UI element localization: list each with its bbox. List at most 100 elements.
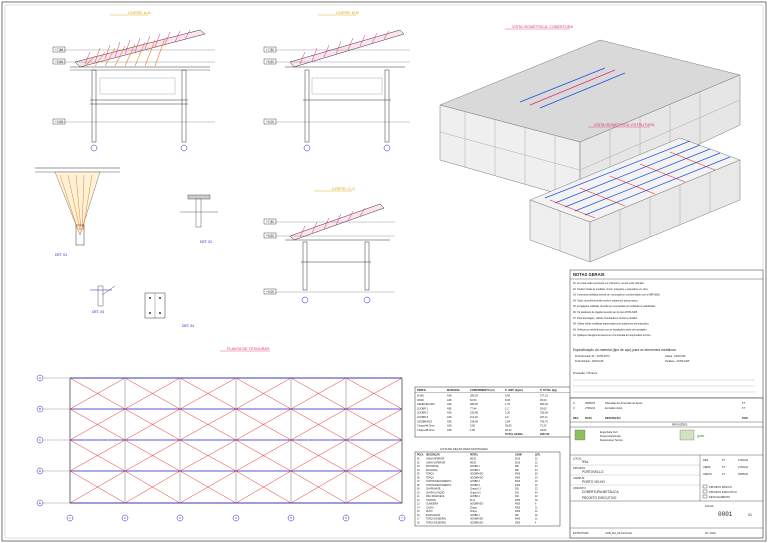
- table-cell: 49,00: [540, 428, 547, 432]
- note-line: 03. A estrutura metálica deverá ser exec…: [573, 294, 661, 297]
- note-line: 09. Verificar as interferências com as i…: [573, 328, 648, 331]
- svg-text:CAMPUS:: CAMPUS:: [573, 476, 585, 480]
- section-a-title: CORTE: A-A: [128, 10, 151, 15]
- bracing-line: [69, 377, 126, 410]
- table-cell: LDOBR.3: [470, 481, 481, 483]
- spec-line: Perfil dobrado - ASTM A36: [575, 360, 604, 363]
- table-cell: 15: [417, 511, 420, 513]
- svg-text:7: 7: [401, 516, 403, 520]
- table-cell: LDOBR.3: [470, 485, 481, 487]
- table-cell: W150: [470, 459, 477, 461]
- svg-text:IFAL: IFAL: [582, 460, 589, 464]
- note-line: 01. As cotas estão expressas em milímetr…: [573, 282, 645, 285]
- table-cell: 08: [417, 485, 420, 487]
- svg-text:LOCAL:: LOCAL:: [573, 457, 583, 461]
- bracing-line: [124, 377, 181, 410]
- table-cell: A36: [447, 419, 452, 423]
- table-cell: 72,22: [540, 424, 547, 428]
- sign-role: VERIF.: [703, 465, 711, 469]
- svg-text:D: D: [39, 469, 42, 473]
- spec-line: Parafuso - ASTM A325: [665, 360, 690, 363]
- table-cell: 04: [417, 470, 420, 472]
- table-cell: LDOBR.1: [470, 496, 481, 498]
- svg-text:A: A: [39, 376, 41, 380]
- table-cell: A36: [447, 424, 452, 428]
- table-cell: UDOBRADO: [470, 473, 483, 476]
- bracing-line: [290, 439, 347, 472]
- table-cell: 09: [417, 489, 420, 491]
- table-cell: 12: [535, 519, 538, 521]
- svg-text:FOLHA: FOLHA: [705, 504, 714, 508]
- revision-cell: 0: [573, 406, 575, 410]
- table-cell: 1,2: [505, 406, 509, 410]
- table-cell: MÃO FRANCESA: [426, 495, 445, 498]
- svg-text:+7,80: +7,80: [55, 48, 63, 52]
- bracing-line: [345, 408, 403, 441]
- table-cell: 12: [535, 507, 538, 509]
- sign-initials: FT: [722, 465, 726, 469]
- svg-text:DET. 03: DET. 03: [92, 310, 104, 314]
- table-cell: 280,20: [470, 394, 478, 398]
- table-cell: LDOBR.2: [470, 470, 481, 472]
- table-cell: 300: [515, 515, 520, 517]
- table-cell: 3900: [515, 477, 521, 479]
- section-a: CORTE: A-A +7,80 +5,50: [52, 10, 215, 152]
- sign-role: APROV.: [703, 472, 713, 476]
- note-line: 07. Para ancoragem, utilizar chumbadores…: [573, 317, 638, 320]
- svg-text:+0,00: +0,00: [266, 120, 274, 124]
- table-cell: 16: [535, 485, 538, 487]
- table-cell: 335,00: [540, 411, 548, 415]
- table-cell: 30: [535, 515, 538, 517]
- bracing-line: [235, 408, 292, 441]
- table-cell: UDOBRADO: [470, 521, 483, 524]
- table-cell: 480,26: [470, 402, 478, 406]
- svg-text:PORTO VELHO: PORTO VELHO: [582, 480, 605, 484]
- table-cell: 1,70: [505, 402, 511, 406]
- revision-header: DESCRIÇÃO: [605, 415, 621, 420]
- table-cell: 277,10: [540, 394, 548, 398]
- sign-initials: FT: [722, 472, 726, 476]
- table-cell: 4950: [515, 507, 521, 509]
- table-cell: LDOBR.1: [417, 406, 429, 410]
- section-b: CORTE: B-B +7,80 +5,50 +0,00: [263, 10, 410, 152]
- table-cell: 06: [417, 477, 420, 479]
- table-cell: 3,60: [470, 424, 476, 428]
- table-cell: 2,94: [505, 419, 511, 423]
- table-cell: LDOBR.1: [470, 515, 481, 517]
- detail-03: DET. 03: [90, 285, 116, 314]
- svg-text:Proteção / Pintura:: Proteção / Pintura:: [573, 371, 598, 375]
- svg-text:E: E: [39, 501, 41, 505]
- svg-text:LISTA DE PEÇAS PARA MONTAGEM: LISTA DE PEÇAS PARA MONTAGEM: [440, 447, 488, 451]
- notes-title: NOTAS GERAIS: [573, 272, 605, 277]
- table-cell: 52,50: [470, 398, 477, 402]
- bracing-line: [290, 377, 347, 410]
- svg-text:grafo: grafo: [697, 434, 704, 438]
- revision-cell: 27/04/22: [585, 406, 596, 410]
- spec-line: Chapa - ASTM A36: [665, 355, 686, 358]
- table-cell: LDOBR.3: [417, 415, 429, 419]
- detail-04: DET. 04: [144, 292, 194, 328]
- table-cell: 45,00: [540, 398, 547, 402]
- revision-cell: Alteração da dimensão do Apoio: [605, 401, 643, 405]
- table-cell: 13: [417, 504, 420, 506]
- table-cell: 236,48: [470, 419, 478, 423]
- table-cell: 8,00: [505, 398, 511, 402]
- bracing-line: [69, 408, 126, 441]
- svg-text:+0,00: +0,00: [266, 290, 274, 294]
- table-cell: UDOBRADO: [470, 503, 483, 506]
- table-cell: 5020: [515, 481, 521, 483]
- bracing-line: [179, 470, 237, 504]
- table-cell: 22: [535, 496, 538, 498]
- table-cell: 02: [417, 462, 420, 464]
- revision-cell: FT: [742, 406, 746, 410]
- revisions-label: REVISÕES: [672, 422, 687, 427]
- section-c: CORTE: C-C +7,80 +5,50 +0,00: [263, 186, 395, 304]
- svg-text:DET. 04: DET. 04: [182, 324, 194, 328]
- sheet-number: 0001: [718, 511, 733, 518]
- table-cell: CONTRAVENTAMENTO: [426, 484, 451, 487]
- table-cell: 22: [535, 459, 538, 461]
- svg-text:2: 2: [124, 516, 126, 520]
- table-cell: 05: [417, 474, 420, 476]
- table-cell: 60: [535, 474, 538, 476]
- table-cell: 16: [417, 515, 420, 517]
